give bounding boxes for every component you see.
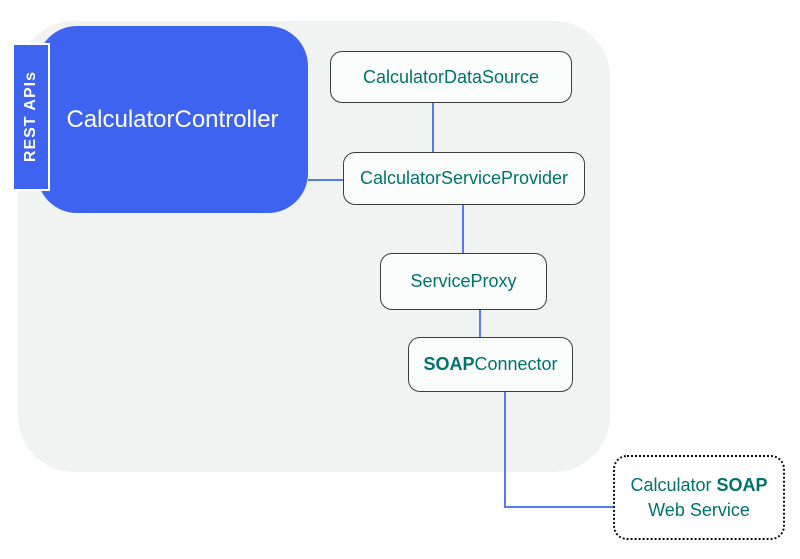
soap-connector-label: SOAPConnector [423,354,557,375]
rest-apis-label: REST APIs [22,71,39,163]
service-proxy-label: ServiceProxy [410,271,517,291]
soap-connector-label-bold: SOAP [423,354,475,374]
connector-serviceprovider-serviceproxy [462,205,464,253]
connector-soapconnector-webservice-vertical [504,392,506,508]
connector-serviceproxy-soapconnector [479,310,481,337]
connector-datasource-serviceprovider [432,103,434,152]
web-service-line1-regular: Calculator [630,475,717,496]
connector-soapconnector-webservice-horizontal [504,506,613,508]
node-calculator-soap-web-service: Calculator SOAP Web Service [613,455,785,540]
node-calculator-data-source: CalculatorDataSource [330,51,572,103]
calculator-controller-label: CalculatorController [66,105,279,133]
soap-connector-label-regular: Connector [474,354,558,374]
web-service-line2: Web Service [648,499,750,520]
node-calculator-controller: CalculatorController [37,26,308,213]
calculator-soap-web-service-label: Calculator SOAP Web Service [630,473,767,522]
node-calculator-service-provider: CalculatorServiceProvider [343,152,585,205]
rest-apis-tab: REST APIs [12,43,50,191]
calculator-data-source-label: CalculatorDataSource [362,66,540,87]
calculator-service-provider-label: CalculatorServiceProvider [359,168,569,188]
node-service-proxy: ServiceProxy [380,253,547,310]
connector-controller-serviceprovider [308,179,343,181]
web-service-line1-bold: SOAP [716,475,768,496]
node-soap-connector: SOAPConnector [408,337,573,392]
